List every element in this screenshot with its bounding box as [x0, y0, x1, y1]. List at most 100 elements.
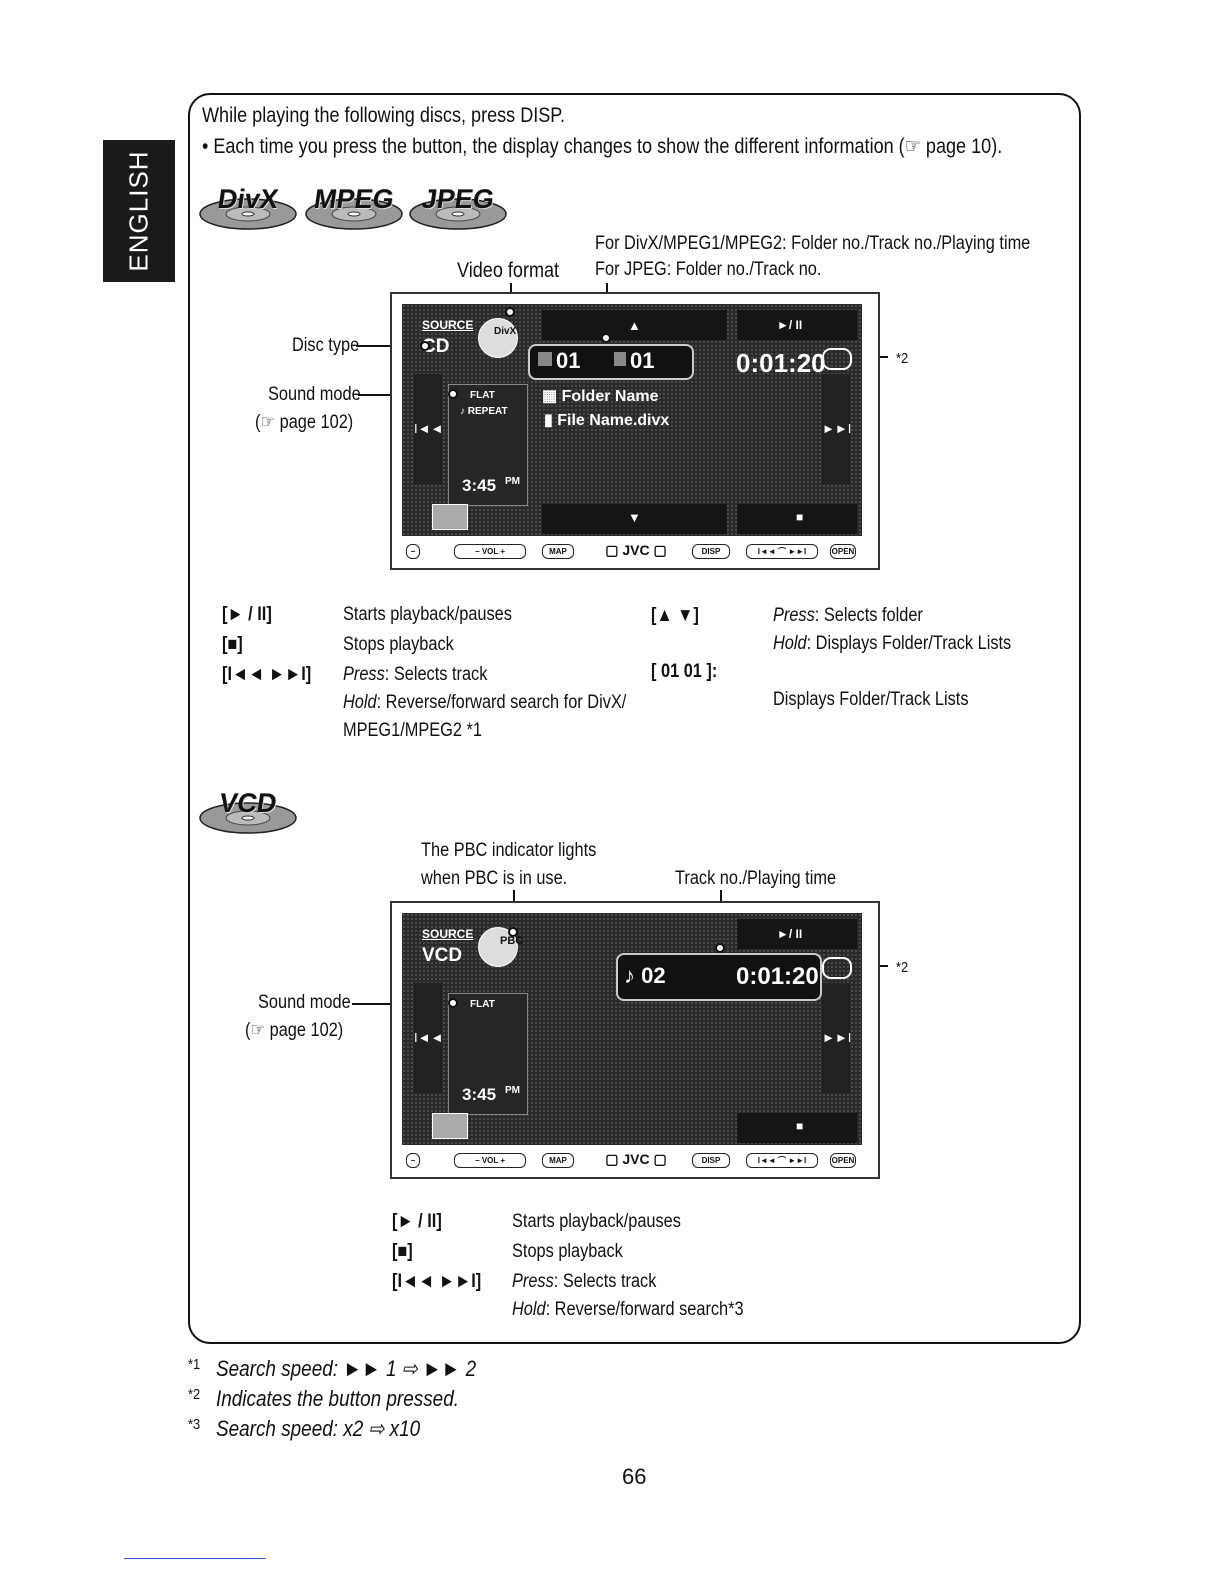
language-tab-label: ENGLISH [123, 150, 154, 272]
disc-badge-icon [478, 318, 518, 358]
desc-track-hold: Hold: Reverse/forward search for DivX/ [343, 692, 627, 713]
callout-note-2: *2 [896, 350, 909, 367]
key-stop: [■] [222, 634, 243, 655]
screen-lcd-2: SOURCE VCD PBC ►/ II ♪ 02 0:01:20 I◄◄ ►►… [402, 913, 862, 1145]
desc-folder-hold: Hold: Displays Folder/Track Lists [773, 633, 1012, 654]
desc-track-hold-cont: MPEG1/MPEG2 *1 [343, 720, 482, 741]
next-track-button-2[interactable]: ►►I [822, 983, 851, 1093]
prev-track-button[interactable]: I◄◄ [414, 374, 443, 484]
footnote-1-mark: *1 [188, 1356, 201, 1373]
map-button-2[interactable]: MAP [542, 1153, 574, 1168]
language-tab: ENGLISH [103, 140, 175, 282]
source-label[interactable]: SOURCE [422, 318, 474, 332]
key-folder: [▲ ▼] [651, 605, 699, 626]
disc-icon-jpeg: JPEG [408, 184, 508, 230]
footnote-2-mark: *2 [188, 1386, 201, 1403]
desc-track-press-2: Press: Selects track [512, 1271, 657, 1292]
playing-time: 0:01:20 [736, 348, 826, 378]
brand-logo: ▢ JVC ▢ [605, 542, 667, 558]
callout-disc-type: Disc type [292, 335, 360, 356]
screen-vcd: SOURCE VCD PBC ►/ II ♪ 02 0:01:20 I◄◄ ►►… [390, 901, 880, 1179]
track-number[interactable]: 01 [630, 348, 655, 373]
key-track: [I◄◄ ►►I] [222, 664, 312, 685]
callout-video-format: Video format [457, 259, 560, 282]
folder-down-button[interactable]: ▼ [628, 510, 641, 525]
desc-track-press: Press: Selects track [343, 664, 488, 685]
callout-sound-mode: Sound mode [268, 384, 361, 405]
file-name-row: ▮ File Name.divx [544, 412, 670, 429]
folder-number[interactable]: 01 [556, 348, 581, 373]
disc-label-jpeg: JPEG [419, 184, 497, 214]
desc-play-pause-2: Starts playback/pauses [512, 1211, 681, 1232]
play-pause-button[interactable]: ►/ II [777, 318, 803, 332]
clock-ampm: PM [505, 476, 520, 487]
open-button-2[interactable]: OPEN [830, 1153, 856, 1168]
prev-track-button-2[interactable]: I◄◄ [414, 983, 443, 1093]
pbc-badge: PBC [500, 935, 524, 947]
brand-logo-2: ▢ JVC ▢ [605, 1151, 667, 1167]
content-box [188, 93, 1081, 1344]
power-button-2[interactable]: − [406, 1153, 420, 1168]
sound-mode-flat-2: FLAT [470, 999, 495, 1010]
desc-folder-press: Press: Selects folder [773, 605, 923, 626]
volume-button-2[interactable]: − VOL + [454, 1153, 526, 1168]
folder-up-button[interactable]: ▲ [628, 318, 641, 333]
key-track-2: [I◄◄ ►►I] [392, 1271, 482, 1292]
screen-lcd: SOURCE CD DivX ▲ ►/ II 01 01 0:01:20 I◄◄… [402, 304, 862, 536]
desc-track-hold-2: Hold: Reverse/forward search*3 [512, 1299, 744, 1320]
disp-button[interactable]: DISP [692, 544, 730, 559]
volume-button[interactable]: − VOL + [454, 544, 526, 559]
disc-type-label-2: VCD [422, 945, 463, 966]
seek-button-2[interactable]: I◄◄ ⌒ ►►I [746, 1153, 818, 1168]
track-time-box[interactable] [616, 953, 822, 1001]
media-icon [432, 504, 468, 530]
folder-icon [538, 352, 552, 366]
footnote-3-mark: *3 [188, 1416, 201, 1433]
map-button[interactable]: MAP [542, 544, 574, 559]
hardware-button-row: − − VOL + MAP ▢ JVC ▢ DISP I◄◄ ⌒ ►►I OPE… [406, 542, 866, 562]
playing-time-2: 0:01:20 [736, 963, 819, 990]
footnote-3-text: Search speed: x2 ⇨ x10 [216, 1416, 421, 1441]
sound-mode-flat: FLAT [470, 390, 495, 401]
track-number-2: ♪ 02 [624, 963, 666, 988]
intro-line-1: While playing the following discs, press… [202, 104, 566, 127]
desc-stop: Stops playback [343, 634, 454, 655]
source-label-2[interactable]: SOURCE [422, 927, 474, 941]
format-badge: DivX [494, 326, 517, 337]
callout-sound-mode-ref: (☞ page 102) [255, 412, 354, 433]
screen-divx: SOURCE CD DivX ▲ ►/ II 01 01 0:01:20 I◄◄… [390, 292, 880, 570]
hardware-button-row-2: − − VOL + MAP ▢ JVC ▢ DISP I◄◄ ⌒ ►►I OPE… [406, 1151, 866, 1171]
key-play-pause: [► / II] [222, 604, 272, 625]
footnote-1-text: Search speed: ►► 1 ⇨ ►► 2 [216, 1356, 477, 1381]
stop-button[interactable]: ■ [796, 510, 804, 524]
open-button[interactable]: OPEN [830, 544, 856, 559]
folder-track-box[interactable] [528, 344, 694, 380]
next-track-button[interactable]: ►►I [822, 374, 851, 484]
key-stop-2: [■] [392, 1241, 413, 1262]
disc-label-divx: DivX [215, 184, 281, 214]
desc-stop-2: Stops playback [512, 1241, 623, 1262]
track-icon [614, 352, 626, 366]
disc-type-label: CD [422, 336, 450, 357]
clock-panel [448, 384, 528, 506]
play-pause-button-2[interactable]: ►/ II [777, 927, 803, 941]
disc-icon-mpeg: MPEG [304, 184, 404, 230]
power-button[interactable]: − [406, 544, 420, 559]
clock-panel-2 [448, 993, 528, 1115]
callout-sound-mode-2: Sound mode [258, 992, 351, 1013]
callout-note-2b: *2 [896, 959, 909, 976]
intro-line-2: • Each time you press the button, the di… [202, 135, 1003, 158]
stop-button-2[interactable]: ■ [796, 1119, 804, 1133]
disp-indicator-icon [822, 348, 852, 370]
clock-time-2: 3:45 [462, 1085, 497, 1104]
callout-folder-track-jpeg: For JPEG: Folder no./Track no. [595, 259, 822, 280]
disp-button-2[interactable]: DISP [692, 1153, 730, 1168]
seek-button[interactable]: I◄◄ ⌒ ►►I [746, 544, 818, 559]
callout-pbc-2: when PBC is in use. [421, 868, 568, 889]
desc-folder-track-box: Displays Folder/Track Lists [773, 689, 969, 710]
clock-time: 3:45 [462, 476, 497, 495]
page-number: 66 [622, 1464, 647, 1489]
media-icon-2 [432, 1113, 468, 1139]
repeat-indicator: ♪ REPEAT [460, 406, 508, 417]
disc-icon-vcd: VCD [198, 788, 298, 834]
